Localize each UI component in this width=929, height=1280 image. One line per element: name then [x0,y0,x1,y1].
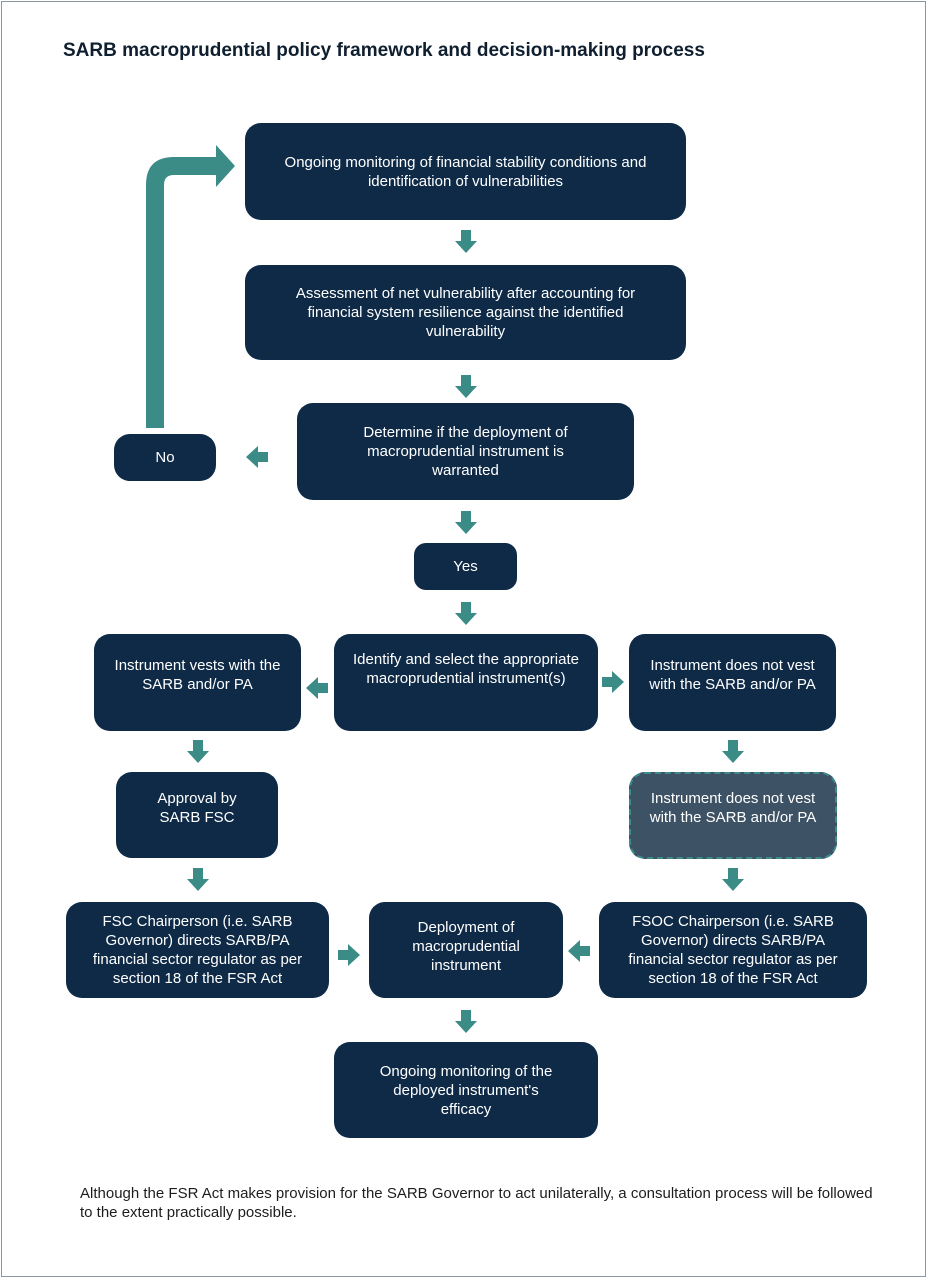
arrow-down-6 [722,740,744,763]
node-fsc-chair-label: FSC Chairperson (i.e. SARB Governor) dir… [92,913,303,987]
arrow-right-not-vest [602,671,624,693]
arrow-down-1 [455,230,477,253]
node-vests-label: Instrument vests with the SARB and/or PA [114,657,281,693]
loop-arrow [146,145,235,428]
arrow-down-8 [722,868,744,891]
figure-title: SARB macroprudential policy framework an… [63,40,705,61]
arrow-down-4 [455,602,477,625]
node-fsoc-chair-label: FSOC Chairperson (i.e. SARB Governor) di… [628,913,838,987]
node-vests: Instrument vests with the SARB and/or PA [94,634,301,731]
node-determine-label: Determine if the deployment of macroprud… [363,424,568,479]
node-yes-label: Yes [453,558,478,575]
arrow-left-deploy [568,940,590,962]
node-no-label: No [155,449,175,466]
arrow-down-3 [455,511,477,534]
node-assessment-label: Assessment of net vulnerability after ac… [295,285,636,340]
node-approval: Approval by SARB FSC [116,772,278,858]
node-determine: Determine if the deployment of macroprud… [297,403,634,500]
node-no: No [114,434,216,481]
node-fsoc-chair: FSOC Chairperson (i.e. SARB Governor) di… [599,902,867,998]
node-identify: Identify and select the appropriate macr… [334,634,598,731]
node-efficacy-label: Ongoing monitoring of the deployed instr… [379,1063,553,1118]
node-deployment-label: Deployment of macroprudential instrument [412,919,520,974]
node-deployment: Deployment of macroprudential instrument [369,902,563,998]
arrow-left-no [246,446,268,468]
node-efficacy: Ongoing monitoring of the deployed instr… [334,1042,598,1138]
arrow-down-7 [187,868,209,891]
footnote: Although the FSR Act makes provision for… [80,1185,873,1221]
node-monitoring-label: Ongoing monitoring of financial stabilit… [284,153,647,190]
arrow-right-deploy [338,944,360,966]
node-assessment: Assessment of net vulnerability after ac… [245,265,686,360]
node-not-vest-dashed: Instrument does not vest with the SARB a… [629,772,837,859]
node-not-vest: Instrument does not vest with the SARB a… [629,634,836,731]
node-yes: Yes [414,543,517,590]
arrow-left-vests [306,677,328,699]
arrow-down-9 [455,1010,477,1033]
arrow-down-2 [455,375,477,398]
node-identify-label: Identify and select the appropriate macr… [353,651,579,687]
node-monitoring: Ongoing monitoring of financial stabilit… [245,123,686,220]
node-fsc-chair: FSC Chairperson (i.e. SARB Governor) dir… [66,902,329,998]
node-not-vest-dashed-label: Instrument does not vest with the SARB a… [649,790,817,826]
node-approval-label: Approval by SARB FSC [157,790,237,826]
arrow-down-5 [187,740,209,763]
node-not-vest-label: Instrument does not vest with the SARB a… [649,657,816,693]
